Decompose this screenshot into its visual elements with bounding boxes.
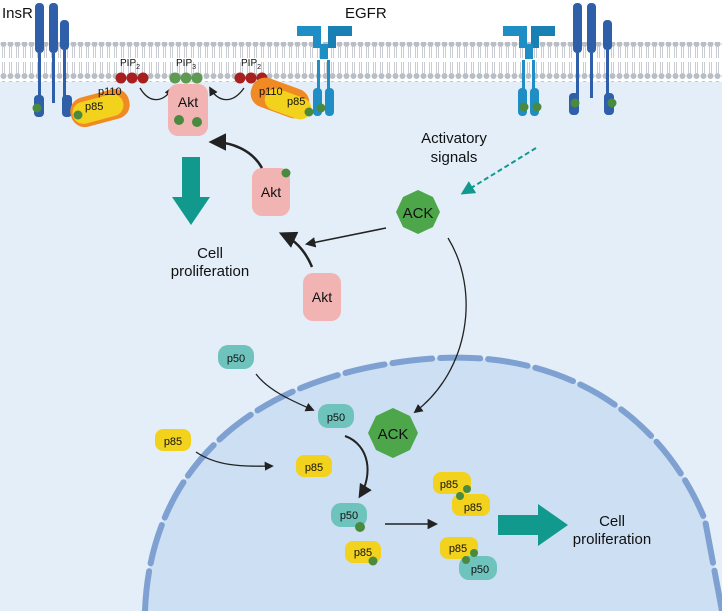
p85-cytoplasm bbox=[155, 429, 191, 451]
akt-to-membrane-arrow bbox=[208, 133, 264, 169]
p85-phospho-site bbox=[368, 556, 378, 566]
akt-phospho-protein bbox=[252, 168, 291, 216]
ack-cytoplasm-label: ACK bbox=[403, 205, 434, 222]
p85-right-label: p85 bbox=[287, 96, 305, 108]
p110-left-label: p110 bbox=[98, 86, 122, 98]
p50-cytoplasm bbox=[218, 345, 254, 369]
p110-right-label: p110 bbox=[259, 86, 283, 98]
pip2-right-label: PIP2 bbox=[241, 58, 261, 71]
p50-nucleus bbox=[318, 404, 354, 428]
p50-phospho-arrow bbox=[344, 435, 372, 499]
p50-cytoplasm-label: p50 bbox=[227, 353, 245, 365]
akt-free-protein bbox=[303, 273, 341, 321]
pi3k-complex-left bbox=[70, 72, 149, 128]
ack-nuclear-translocation-arrow bbox=[413, 237, 467, 414]
egfr-label: EGFR bbox=[345, 5, 387, 22]
plasma-membrane bbox=[0, 42, 722, 82]
akt-membrane-label: Akt bbox=[178, 94, 198, 110]
p85-dimer bbox=[433, 472, 490, 516]
egfr-receptor-center bbox=[297, 26, 352, 116]
p50-phospho-site bbox=[355, 522, 365, 532]
pi3k-complex-right bbox=[234, 72, 314, 120]
akt-phospho-label: Akt bbox=[261, 184, 281, 200]
cell-proliferation-1-line2: proliferation bbox=[171, 263, 249, 280]
insr-label: InsR bbox=[2, 5, 33, 22]
p85-nucleus-label: p85 bbox=[305, 462, 323, 474]
insr-receptor-right bbox=[569, 3, 617, 115]
ack-nucleus-label: ACK bbox=[378, 426, 409, 443]
p50-nuclear-entry-arrow bbox=[255, 373, 315, 412]
cell-proliferation-2-line2: proliferation bbox=[573, 531, 651, 548]
pip3-label: PIP3 bbox=[176, 58, 196, 71]
activatory-signals-line2: signals bbox=[431, 149, 478, 166]
p85-cytoplasm-label: p85 bbox=[164, 436, 182, 448]
activatory-signals-line1: Activatory bbox=[421, 130, 487, 147]
p50-complex-label: p50 bbox=[471, 564, 489, 576]
p85-nucleus bbox=[296, 455, 332, 477]
akt-membrane-protein bbox=[168, 84, 208, 136]
p85-dimer-b-label: p85 bbox=[464, 502, 482, 514]
p85-p50-complex bbox=[440, 537, 497, 580]
p85-nuclear-entry-arrow bbox=[195, 451, 274, 471]
cell-proliferation-1-line1: Cell bbox=[197, 245, 223, 262]
ack-nucleus bbox=[368, 408, 418, 458]
p50-nucleus-label: p50 bbox=[327, 412, 345, 424]
p85-left-label: p85 bbox=[85, 101, 103, 113]
cell-proliferation-2-line1: Cell bbox=[599, 513, 625, 530]
insr-receptor-left bbox=[32, 3, 72, 117]
akt-phosphorylation-arrow bbox=[278, 231, 314, 268]
egfr-receptor-right bbox=[503, 26, 555, 116]
pip2-to-pip3-arrow-right bbox=[209, 86, 245, 101]
p85-phospho-label: p85 bbox=[354, 547, 372, 559]
pip2-left-label: PIP2 bbox=[120, 58, 140, 71]
akt-free-label: Akt bbox=[312, 289, 332, 305]
pip3-lipids bbox=[169, 72, 203, 84]
activatory-signals-arrow bbox=[460, 147, 537, 195]
ack-cytoplasm bbox=[396, 190, 440, 234]
p85-dimer-a-label: p85 bbox=[440, 479, 458, 491]
p50-phospho bbox=[331, 503, 367, 527]
cell-proliferation-arrow-1 bbox=[172, 157, 210, 225]
p50-phospho-label: p50 bbox=[340, 510, 358, 522]
ack-to-akt-arrow bbox=[304, 227, 387, 248]
p85-complex-label: p85 bbox=[449, 543, 467, 555]
cell-proliferation-arrow-2 bbox=[498, 504, 568, 546]
